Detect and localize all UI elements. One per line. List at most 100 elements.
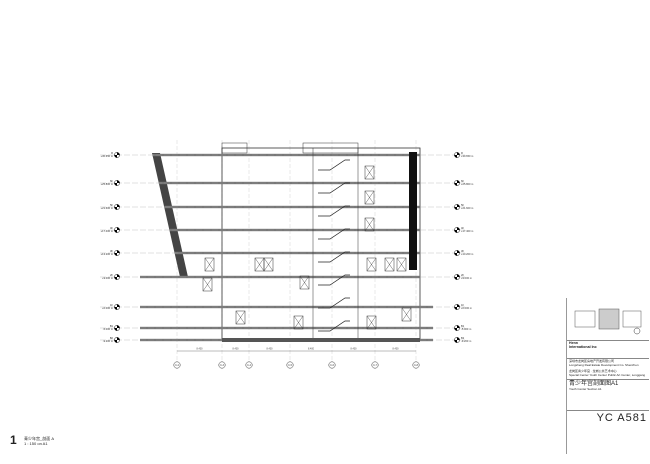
door-cross: [384, 257, 395, 272]
level-name: 1F: [461, 303, 464, 307]
door: [204, 257, 215, 272]
level-marker-fill: [454, 250, 460, 256]
stair-flight: [318, 205, 350, 217]
level-elevation: +9.000 m: [461, 276, 472, 280]
level-marker-fill: [114, 250, 120, 256]
level-elevation: +21.600 m: [461, 206, 473, 210]
door: [364, 165, 375, 180]
level-name: 6F: [461, 179, 464, 183]
door-cross: [364, 217, 375, 232]
door: [396, 257, 407, 272]
level-name: 3F: [110, 249, 113, 253]
grid-bubble: [286, 361, 294, 369]
dimension-text: 8.400: [197, 348, 204, 351]
level-elevation: -9.200 m: [103, 339, 113, 343]
view-scale: 1 : 150 on A1: [24, 441, 48, 446]
level-elevation: +25.800 m: [461, 182, 473, 186]
level-marker-fill: [114, 274, 120, 280]
door-cross: [299, 275, 310, 290]
door: [384, 257, 395, 272]
level-name: 4F: [461, 226, 464, 230]
title-section: 青少年宫剖面图A1 Youth Center Section A1: [567, 378, 649, 393]
level-elevation: +0.000 m: [102, 306, 113, 310]
grid-axis-label: C-2: [175, 364, 180, 367]
door-cross: [401, 307, 412, 322]
door: [202, 277, 213, 292]
grid-bubble: [412, 361, 420, 369]
level-name: 2F: [110, 273, 113, 277]
grid-bubble: [371, 361, 379, 369]
stair-tower-roof: [302, 142, 359, 154]
view-number: 1: [10, 433, 17, 447]
roof-structure: [221, 142, 248, 154]
grid-axis-label: C-8: [414, 364, 419, 367]
level-marker-fill: [114, 325, 120, 331]
project-en: Special Center Youth Center Public Art C…: [569, 372, 646, 377]
level-marker-fill: [114, 337, 120, 343]
shaft: [409, 152, 417, 270]
door-cross: [366, 257, 377, 272]
door: [364, 217, 375, 232]
level-elevation: +30.650 m: [461, 154, 473, 158]
level-name: B2: [461, 336, 465, 340]
level-name: 6F: [110, 179, 113, 183]
level-marker-fill: [454, 274, 460, 280]
level-elevation: +17.400 m: [461, 229, 473, 233]
grid-bubble: [173, 361, 181, 369]
level-elevation: +13.200 m: [461, 252, 473, 256]
grid-bubble: [218, 361, 226, 369]
door-cross: [396, 257, 407, 272]
level-marker-fill: [114, 180, 120, 186]
stair-flight: [318, 274, 350, 286]
level-elevation: +17.400 m: [101, 229, 113, 233]
sheet-title-cn: 青少年宫剖面图A1: [569, 380, 619, 387]
level-elevation: -5.000 m: [461, 327, 471, 331]
door-cross: [235, 310, 246, 325]
dimension-text: 8.400: [393, 348, 400, 351]
door-cross: [364, 165, 375, 180]
stair-flight: [318, 251, 350, 263]
sheet-title-en: Youth Center Section A1: [569, 386, 602, 391]
door-cross: [293, 315, 304, 330]
grid-bubble: [245, 361, 253, 369]
door: [299, 275, 310, 290]
client-cn: 深圳市龙岗区房地产开发有限公司: [569, 359, 615, 364]
stair-flight: [318, 159, 350, 171]
level-elevation: -9.200 m: [461, 339, 471, 343]
level-marker-fill: [454, 325, 460, 331]
level-name: B2: [110, 336, 114, 340]
door: [366, 257, 377, 272]
door-cross: [364, 190, 375, 205]
level-elevation: -5.000 m: [103, 327, 113, 331]
grid-axis-label: C-6: [330, 364, 335, 367]
door: [263, 257, 274, 272]
client-section: 深圳市龙岗区房地产开发有限公司 Longsheng Real Estate De…: [567, 358, 649, 378]
stair-flight: [318, 228, 350, 240]
level-marker-fill: [454, 337, 460, 343]
door: [401, 307, 412, 322]
level-marker-fill: [454, 152, 460, 158]
sheet-number-section: YC A581: [567, 410, 649, 425]
door: [366, 315, 377, 330]
level-marker-fill: [454, 227, 460, 233]
level-marker-fill: [454, 180, 460, 186]
level-marker-fill: [114, 204, 120, 210]
key-plan-diagram: [574, 308, 642, 335]
level-elevation: +9.000 m: [102, 276, 113, 280]
grid-axis-label: C-4: [247, 364, 252, 367]
level-name: B1: [110, 324, 114, 328]
stair-flight: [318, 320, 350, 332]
stair-flight: [318, 182, 350, 194]
title-block: Henn International Inc 深圳市龙岗区房地产开发有限公司 L…: [566, 298, 649, 454]
level-name: R: [111, 151, 113, 155]
door-cross: [263, 257, 274, 272]
view-name: 青少年宫_剖面 A: [24, 436, 55, 441]
grid-axis-label: C-3: [220, 364, 225, 367]
level-elevation: +13.200 m: [101, 252, 113, 256]
level-name: 5F: [110, 203, 113, 207]
door-cross: [202, 277, 213, 292]
level-marker-fill: [114, 304, 120, 310]
grid-axis-label: C-7: [373, 364, 378, 367]
